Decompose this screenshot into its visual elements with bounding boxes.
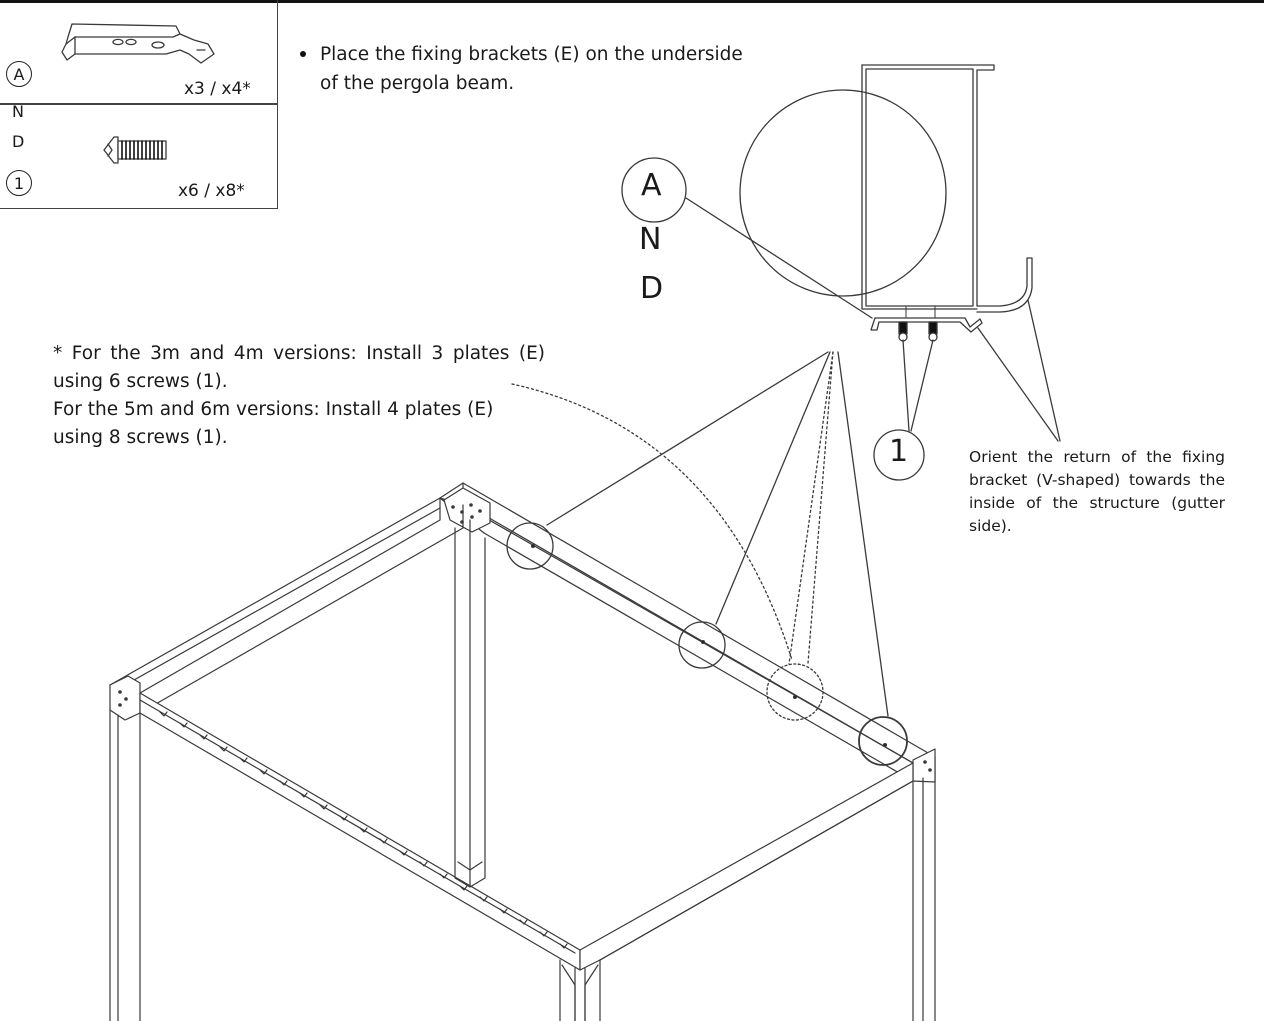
callout-circle-screw (873, 429, 925, 481)
screw-label: 1 (6, 170, 32, 196)
leader-screw-2 (910, 339, 934, 432)
beam-circle-3-dotted (766, 663, 824, 721)
note-line-2: For the 5m and 6m versions: Install 4 pl… (53, 399, 494, 448)
instruction-text: Place the fixing brackets (E) on the und… (320, 44, 743, 94)
callout-letter-n: N (639, 222, 662, 257)
screw-quantity: x6 / x8* (178, 181, 245, 201)
fixing-bracket-icon (61, 23, 215, 64)
fan-line-3-dotted-b (788, 351, 834, 665)
leader-orient-1 (977, 327, 1059, 442)
leader-screw-1 (902, 339, 910, 432)
detail-magnifier-circle (739, 89, 947, 297)
leader-bracket (685, 197, 873, 319)
detail-beam-profile (861, 64, 1033, 342)
note-pointer-dotted (511, 383, 793, 661)
fan-line-2 (715, 351, 831, 625)
version-note: * For the 3m and 4m versions: Install 3 … (53, 340, 545, 452)
bracket-quantity: x3 / x4* (184, 79, 251, 99)
bracket-label-a: A (6, 61, 32, 87)
bracket-label-n: N (12, 102, 24, 121)
leader-orient-2 (1027, 299, 1061, 442)
orientation-note: Orient the return of the fixing bracket … (969, 448, 1225, 535)
parts-table (0, 0, 278, 209)
parts-divider (0, 103, 277, 105)
callout-circle-and (621, 157, 687, 223)
callout-letter-a: A (641, 168, 662, 203)
pergola-frame (109, 482, 936, 1021)
note-line-1: * For the 3m and 4m versions: Install 3 … (53, 343, 545, 392)
beam-circle-4 (858, 716, 908, 766)
callout-letter-d: D (640, 271, 664, 306)
beam-circle-1 (506, 522, 554, 570)
beam-circle-2 (678, 621, 726, 669)
fan-line-1 (546, 351, 829, 526)
fan-line-4 (837, 351, 889, 717)
top-border (0, 0, 1264, 3)
callout-screw-number: 1 (889, 434, 909, 469)
bullet-dot (300, 51, 306, 57)
screw-icon (103, 136, 167, 164)
bracket-label-d: D (12, 132, 25, 151)
fan-line-3-dotted (807, 351, 834, 664)
